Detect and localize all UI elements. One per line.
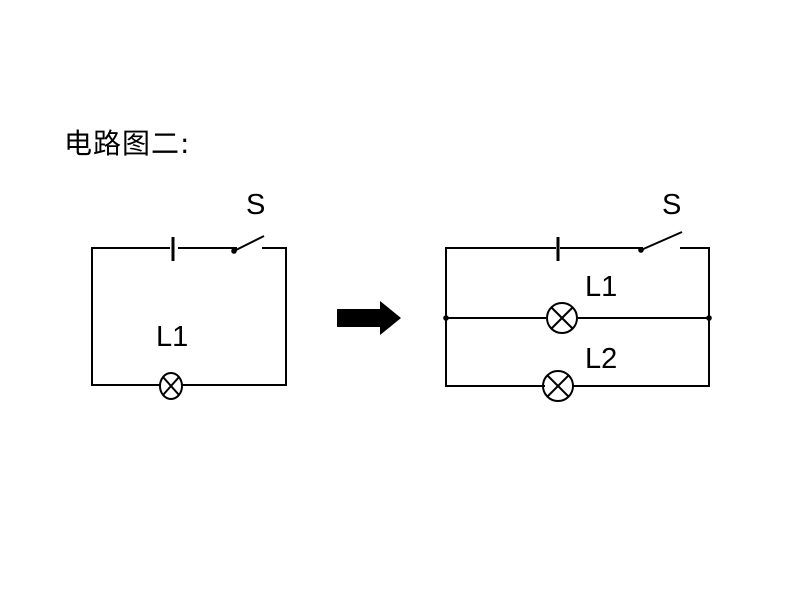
circuit-right xyxy=(443,231,712,402)
left-lamp-label: L1 xyxy=(156,321,188,353)
left-wire-loop xyxy=(91,247,287,386)
left-switch-pivot xyxy=(231,248,237,254)
right-junction-right xyxy=(706,315,712,321)
right-switch-pivot xyxy=(638,247,644,253)
right-lamp2-label: L2 xyxy=(585,343,617,375)
left-switch-blade xyxy=(233,235,265,252)
left-switch-label: S xyxy=(246,189,265,221)
right-lamp1-label: L1 xyxy=(585,271,617,303)
right-lamp1-icon xyxy=(546,302,578,334)
diagram-title: 电路图二: xyxy=(64,127,191,160)
right-junction-left xyxy=(443,315,449,321)
right-lamp2-icon xyxy=(542,370,574,402)
right-switch-blade xyxy=(640,231,683,251)
right-switch-label: S xyxy=(662,189,681,221)
left-lamp-icon xyxy=(159,372,183,400)
circuit-left xyxy=(91,235,287,400)
right-arrow-icon xyxy=(337,301,401,335)
